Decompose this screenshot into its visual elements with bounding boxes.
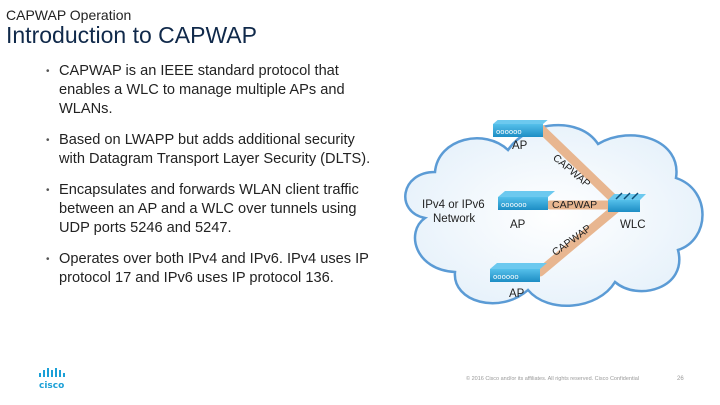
access-point-icon-bottom: oooooo — [490, 263, 547, 282]
access-point-icon-middle: oooooo — [498, 191, 555, 210]
tunnel-bottom — [535, 200, 625, 277]
tunnel-top — [535, 123, 625, 210]
cisco-logo-icon: cisco — [39, 368, 65, 390]
cisco-wordmark: cisco — [39, 381, 64, 390]
page-number: 26 — [677, 376, 684, 382]
svg-text:oooooo: oooooo — [501, 201, 527, 209]
bullet-list: CAPWAP is an IEEE standard protocol that… — [46, 62, 376, 288]
ap-label-top: AP — [512, 140, 528, 152]
section-eyebrow: CAPWAP Operation — [6, 7, 132, 23]
page-title: Introduction to CAPWAP — [6, 22, 257, 48]
capwap-diagram: oooooo oooooo oooooo IPv4 or IPv6 Networ… — [400, 120, 710, 320]
bullet-item: Based on LWAPP but adds additional secur… — [46, 131, 376, 169]
bullet-item: Encapsulates and forwards WLAN client tr… — [46, 181, 376, 238]
network-cloud — [404, 123, 704, 307]
access-point-icon-top: oooooo — [493, 120, 548, 137]
tunnel-label-middle: CAPWAP — [552, 199, 598, 211]
cloud-label-line1: IPv4 or IPv6 — [422, 199, 485, 211]
ap-label-bottom: AP — [509, 288, 525, 300]
bullet-item: Operates over both IPv4 and IPv6. IPv4 u… — [46, 250, 376, 288]
wlc-controller-icon — [608, 192, 646, 212]
cloud-label-line2: Network — [433, 213, 476, 225]
copyright-text: © 2016 Cisco and/or its affiliates. All … — [466, 376, 640, 382]
ap-label-middle: AP — [510, 219, 526, 231]
wlc-label: WLC — [620, 219, 646, 231]
svg-text:oooooo: oooooo — [496, 128, 522, 136]
bullet-item: CAPWAP is an IEEE standard protocol that… — [46, 62, 376, 119]
network-diagram-graphic: oooooo oooooo oooooo — [404, 120, 704, 307]
svg-text:oooooo: oooooo — [493, 273, 519, 281]
